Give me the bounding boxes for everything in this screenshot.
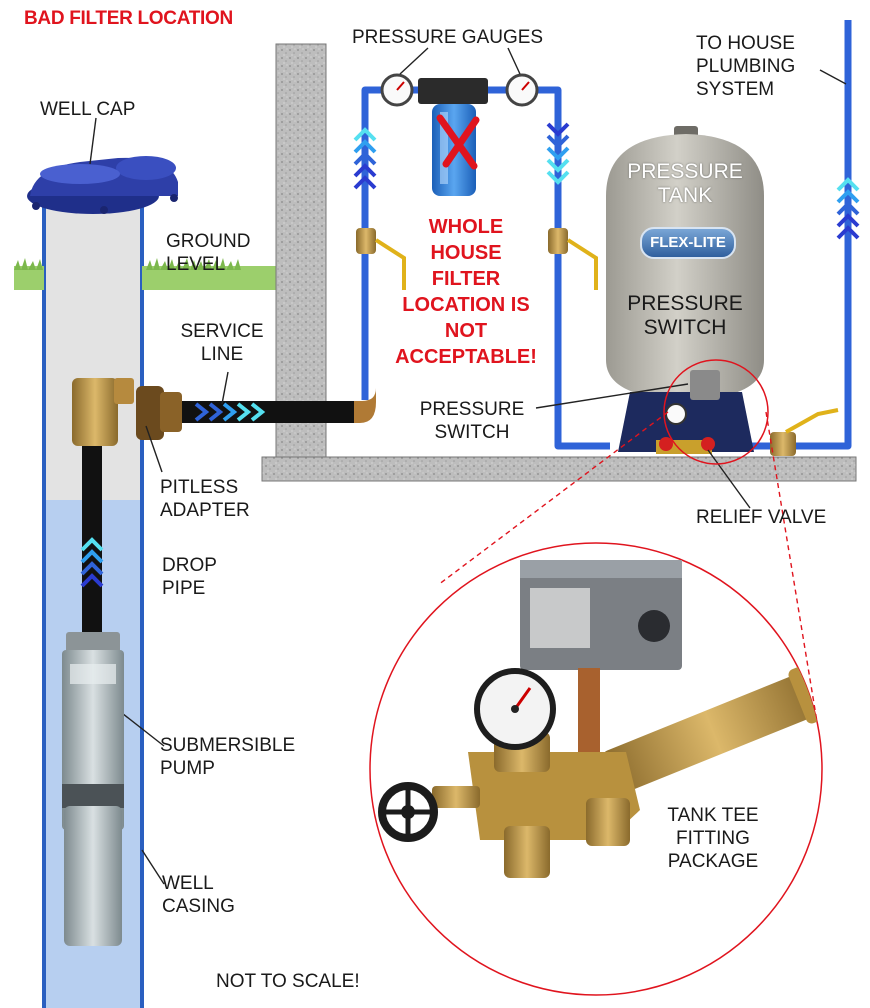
basement-floor: [261, 456, 857, 482]
tank-brand-logo: FLEX-LITE: [640, 227, 736, 259]
foundation-wall: [275, 43, 327, 467]
zoom-dashed-lines: [437, 411, 821, 741]
pitless-adapter: [72, 378, 182, 446]
pressure-gauges-label: PRESSURE GAUGES: [352, 27, 544, 48]
grass: [14, 258, 276, 290]
x-mark-icon: [436, 114, 480, 170]
service-line-label: SERVICE LINE: [180, 321, 264, 365]
drop-pipe-label: DROP PIPE: [162, 555, 217, 599]
pressure-tank-title: PRESSURE TANK: [627, 160, 743, 207]
page-title: BAD FILTER LOCATION: [24, 8, 233, 29]
tank-tee-fitting: [378, 560, 822, 878]
pressure-switch-callout-label: PRESSURE SWITCH: [419, 399, 525, 443]
callout-lines: [89, 47, 847, 885]
zoom-source-circle: [663, 359, 769, 465]
well-cap: [27, 156, 178, 214]
chevron-flow-icon: [80, 122, 860, 588]
pressure-tank: [606, 126, 764, 454]
relief-valve-label: RELIEF VALVE: [696, 507, 827, 528]
to-house-label: TO HOUSE PLUMBING SYSTEM: [696, 33, 796, 100]
submersible-pump: [62, 632, 124, 946]
valve-handle-icon: [356, 228, 839, 456]
filter-warning-text: WHOLE HOUSE FILTER LOCATION IS NOT ACCEP…: [395, 216, 537, 368]
well-cap-label: WELL CAP: [40, 99, 136, 120]
service-line: [178, 401, 354, 423]
drop-pipe: [82, 440, 102, 646]
pitless-adapter-label: PITLESS ADAPTER: [160, 477, 250, 521]
well-casing-label: WELL CASING: [162, 873, 235, 917]
gauge-icon: [380, 73, 539, 107]
tank-pressure-switch-label: PRESSURE SWITCH: [627, 292, 743, 339]
pipe-elbow: [354, 388, 376, 423]
submersible-pump-label: SUBMERSIBLE PUMP: [160, 735, 296, 779]
tank-tee-label: TANK TEE FITTING PACKAGE: [667, 805, 759, 872]
not-to-scale-label: NOT TO SCALE!: [216, 971, 360, 992]
ground-level-label: GROUND LEVEL: [166, 231, 251, 275]
